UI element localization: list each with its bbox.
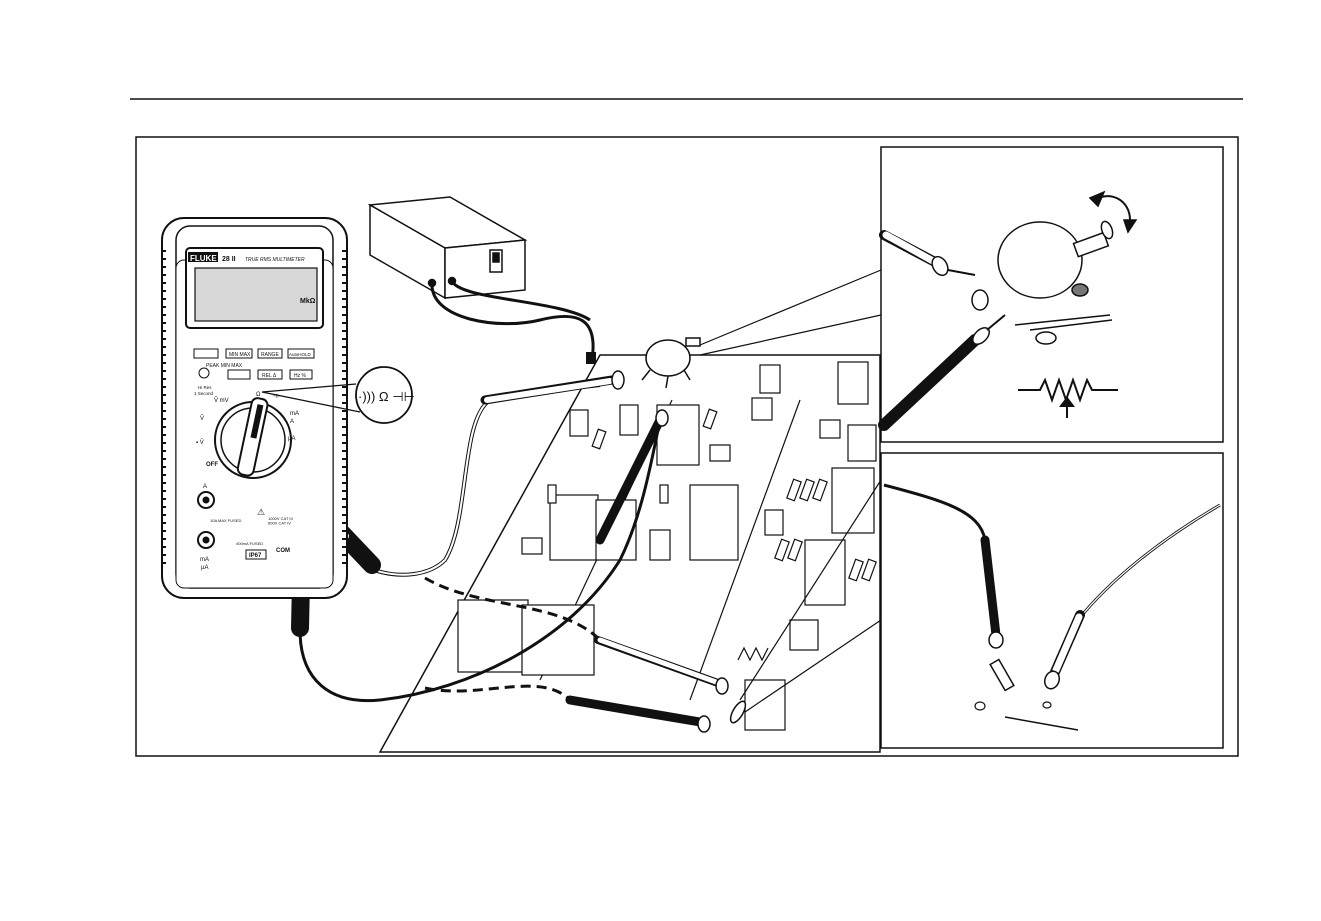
model-label: 28 II	[222, 256, 236, 263]
pad-right	[1043, 702, 1051, 708]
svg-text:Ṽ: Ṽ	[200, 415, 204, 422]
minmax-label: MIN MAX	[229, 352, 251, 358]
circuit-board	[380, 355, 880, 752]
svg-text:A: A	[290, 419, 294, 425]
fused-10a-label: 10A MAX FUSED	[210, 518, 241, 523]
autohold-label: AutoHOLD	[289, 352, 312, 357]
peak-minmax-label: PEAK MIN MAX	[206, 363, 243, 369]
inset-probe-contacts	[881, 453, 1223, 748]
jack-com-label: COM	[276, 548, 290, 554]
fused-400ma-label: 400mA FUSED	[236, 541, 263, 546]
jack-ma-label: mA	[200, 557, 209, 563]
hi-res-sub-label: 1 Second	[194, 391, 214, 396]
svg-text:Ω: Ω	[256, 392, 261, 398]
power-supply-box	[370, 197, 525, 298]
warning-icon: ⚠	[257, 507, 265, 517]
backlight-button[interactable]	[199, 368, 209, 378]
svg-text:▪ Ṽ: ▪ Ṽ	[196, 439, 204, 446]
callout-function-symbols: ·))) Ω ⊣⊢	[358, 389, 415, 404]
svg-text:µA: µA	[288, 436, 295, 442]
hi-res-label: Hi Res	[198, 385, 212, 390]
multimeter: FLUKE 28 II TRUE RMS MULTIMETER MkΩ MIN …	[162, 218, 347, 598]
subtitle-label: TRUE RMS MULTIMETER	[245, 257, 305, 263]
ip-rating-label: IP67	[249, 553, 262, 559]
brand-label: FLUKE	[190, 254, 217, 263]
meter-button-1[interactable]	[194, 349, 218, 358]
jack-a-label: A	[203, 484, 207, 490]
zoom-line-1a	[700, 270, 881, 345]
beeper-button[interactable]	[228, 370, 250, 379]
lcd-display	[195, 268, 317, 321]
zoom-line-1b	[700, 315, 881, 355]
button-row-2: REL Δ Hz %	[228, 370, 312, 379]
off-label: OFF	[206, 462, 218, 468]
rel-label: REL Δ	[262, 373, 277, 379]
jack-ua-label: µA	[201, 565, 208, 571]
display-unit: MkΩ	[300, 298, 316, 305]
svg-text:mA: mA	[290, 411, 299, 417]
range-label: RANGE	[261, 352, 279, 358]
hz-label: Hz %	[294, 373, 307, 379]
svg-text:V̂ mV: V̂ mV	[214, 397, 229, 404]
pad-left	[975, 702, 985, 710]
